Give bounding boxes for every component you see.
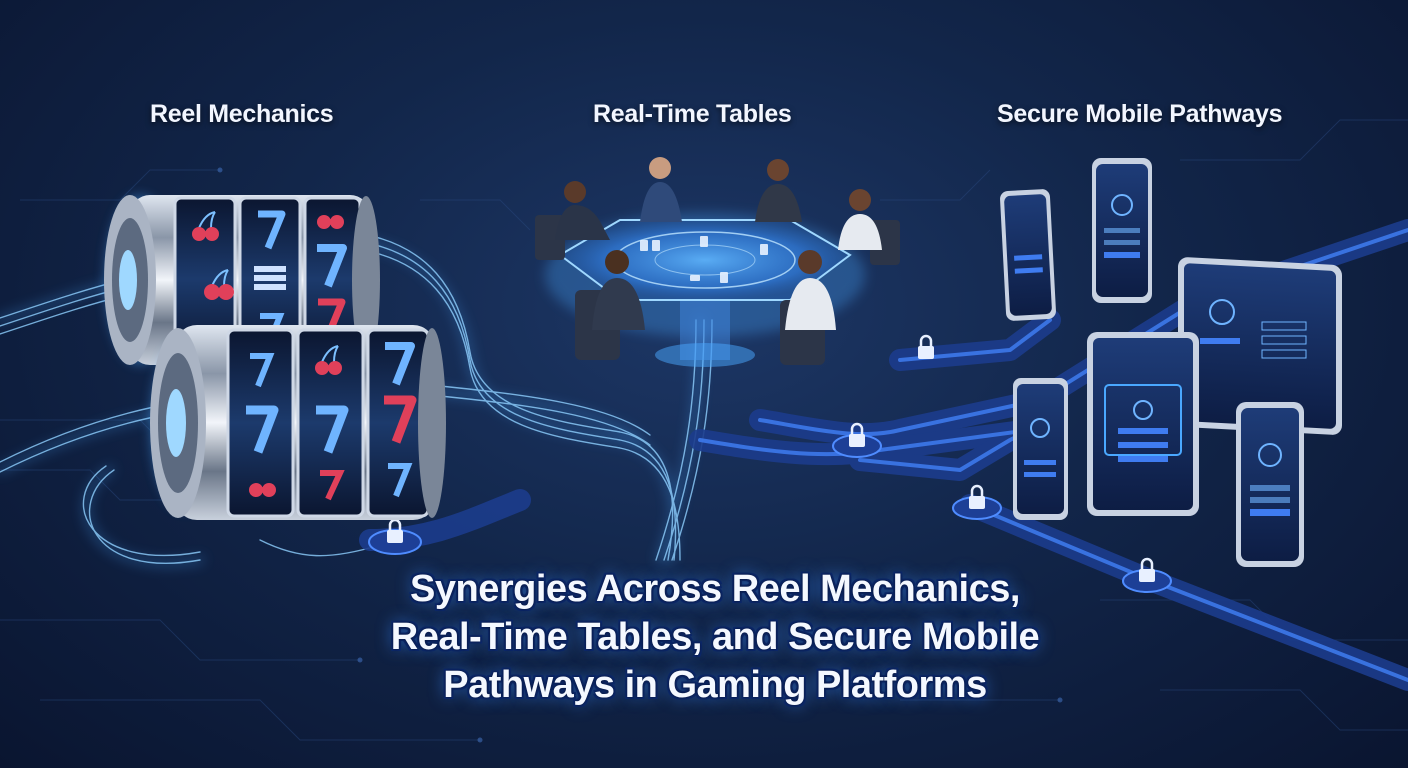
lock-icons	[368, 334, 1172, 593]
cherry-icon	[249, 483, 276, 497]
lock-icon	[368, 518, 422, 555]
cherry-icon	[317, 215, 344, 229]
cherry-icon	[204, 269, 234, 300]
lock-icon	[832, 422, 882, 458]
phone-device	[1000, 189, 1056, 321]
headline-line-1: Synergies Across Reel Mechanics,	[410, 568, 1020, 610]
section-label-real-time-tables: Real-Time Tables	[593, 100, 792, 128]
section-label-reel-mechanics: Reel Mechanics	[150, 100, 334, 128]
seven-icon	[384, 395, 417, 444]
cherry-icon	[192, 211, 219, 241]
seven-icon	[388, 463, 413, 498]
phone-device	[1013, 378, 1068, 520]
phone-device	[1236, 402, 1304, 567]
seven-icon	[250, 353, 275, 388]
headline: Synergies Across Reel Mechanics, Real-Ti…	[250, 565, 1180, 709]
cherry-icon	[315, 345, 342, 375]
lock-icon	[1122, 557, 1172, 593]
section-label-secure-mobile-pathways: Secure Mobile Pathways	[997, 100, 1283, 128]
lock-icon	[918, 334, 934, 359]
phone-device	[1092, 158, 1152, 303]
seven-icon	[258, 210, 286, 250]
seven-icon	[246, 405, 279, 454]
lock-icon	[952, 484, 1002, 520]
tablet-device	[1087, 332, 1199, 516]
slot-reel-drum-upper	[104, 195, 380, 365]
headline-line-3: Pathways in Gaming Platforms	[443, 664, 987, 706]
seven-icon	[316, 405, 349, 454]
mobile-devices	[1000, 158, 1342, 567]
seven-icon	[320, 470, 345, 501]
headline-line-2: Real-Time Tables, and Secure Mobile	[390, 616, 1040, 658]
table-players	[535, 157, 900, 365]
bar-icon	[254, 266, 286, 290]
realtime-table	[535, 157, 900, 367]
tablet-device	[1178, 257, 1342, 435]
seven-icon	[385, 342, 415, 386]
slot-reel-drum-lower	[150, 325, 446, 520]
seven-icon	[318, 298, 346, 338]
seven-icon	[317, 244, 347, 288]
